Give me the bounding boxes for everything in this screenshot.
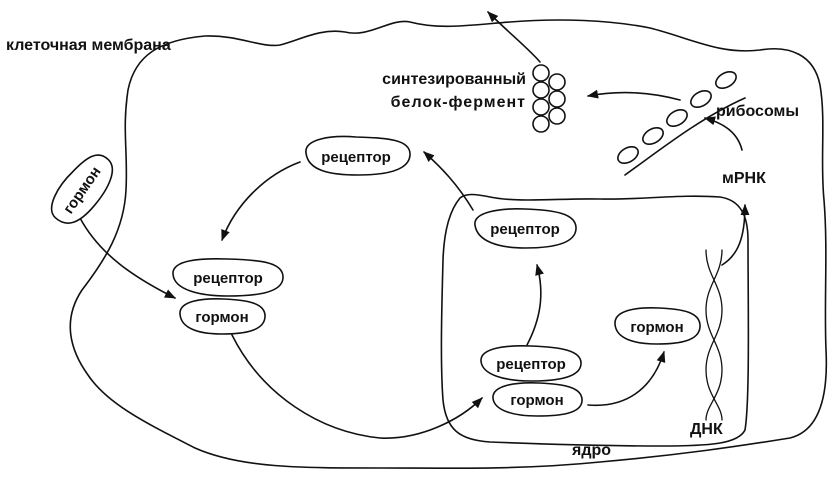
synthesized-protein-label-line1: синтезированный — [382, 71, 526, 88]
svg-text:гормон: гормон — [510, 392, 563, 409]
svg-text:гормон: гормон — [195, 309, 248, 326]
dna-helix — [705, 249, 723, 421]
ribosomes-label: рибосомы — [716, 103, 799, 120]
arrow-receptor-exit-nucleus — [423, 151, 474, 211]
receptor-nucleus-free: рецептор — [474, 208, 577, 249]
dna-label: ДНК — [690, 421, 723, 438]
svg-text:рецептор: рецептор — [496, 356, 566, 373]
receptor-recycled: рецептор — [305, 135, 411, 176]
arrow-mrna-to-ribosome — [703, 116, 743, 151]
mrna-label: мРНК — [722, 170, 766, 187]
arrow-complex-split-receptor — [526, 263, 544, 346]
svg-text:гормон: гормон — [630, 319, 683, 336]
receptor-cytoplasm: рецептор — [172, 257, 284, 297]
ribosome — [642, 127, 664, 145]
nucleus — [440, 193, 750, 447]
membrane-label: клеточная мембрана — [6, 37, 171, 54]
arrow-ribosome-to-enzyme — [586, 89, 681, 101]
cell-membrane — [69, 19, 828, 470]
svg-text:рецептор: рецептор — [490, 221, 560, 238]
svg-text:рецептор: рецептор — [321, 149, 391, 166]
arrow-dna-to-mrna — [721, 203, 750, 266]
hormone-nucleus-complex: гормон — [492, 382, 583, 417]
synthesized-protein-label-line2: белок-фермент — [391, 94, 526, 111]
ribosome — [617, 146, 639, 164]
ribosome-group — [617, 71, 737, 164]
ribosome — [666, 109, 688, 127]
mrna-strand — [624, 97, 746, 176]
hormone-nucleus-free: гормон — [614, 307, 701, 345]
arrow-receptor-recycle — [221, 161, 301, 242]
nucleus-label: ядро — [571, 442, 611, 459]
arrow-hormone-to-nucleus-target — [587, 350, 666, 407]
receptor-nucleus-complex: рецептор — [480, 345, 582, 382]
arrow-hormone-entry — [79, 217, 177, 299]
arrow-complex-to-nucleus — [231, 334, 483, 439]
ribosome — [690, 90, 712, 108]
protein-enzyme-cluster — [532, 64, 566, 133]
ribosome — [715, 71, 737, 89]
hormone-cytoplasm: гормон — [179, 298, 266, 335]
arrow-enzyme-export — [487, 11, 541, 63]
hormone-outside: гормон — [50, 154, 114, 224]
svg-text:рецептор: рецептор — [193, 270, 263, 287]
